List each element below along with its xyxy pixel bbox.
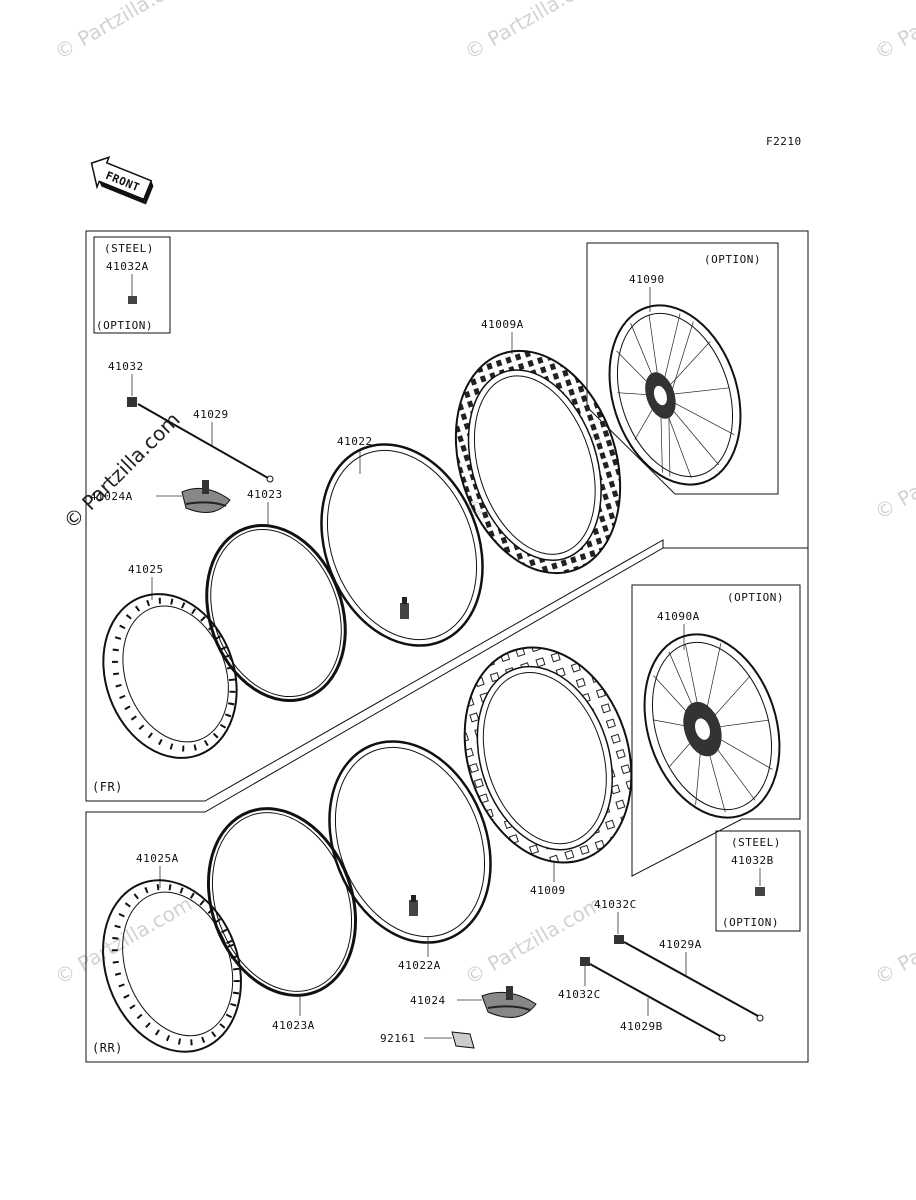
part-41023A: 41023A <box>272 1019 315 1032</box>
spoke-nipple-icon <box>127 397 137 407</box>
watermark-text: © Partzilla.com <box>871 426 916 524</box>
spoke-icon <box>623 941 764 1022</box>
rim-lock-icon <box>181 480 231 513</box>
front-arrow-icon: FRONT <box>90 156 154 205</box>
rear-tire-icon <box>463 646 633 864</box>
valve-nut-icon <box>128 296 137 304</box>
front-section-frame <box>85 230 809 802</box>
watermark-text: © Partzilla.com <box>51 891 197 989</box>
part-92161: 92161 <box>380 1032 416 1045</box>
valve-nut-icon <box>755 887 765 896</box>
steel-rear-box <box>715 830 801 932</box>
steel-front-bottom: (OPTION) <box>96 319 153 332</box>
part-41024: 41024 <box>410 994 446 1007</box>
rear-rim-strip-icon <box>206 807 358 997</box>
watermark-text: © Partzilla.com <box>871 0 916 64</box>
part-41022: 41022 <box>337 435 373 448</box>
part-41032C-top: 41032C <box>594 898 637 911</box>
steel-rear-top: (STEEL) <box>731 836 781 849</box>
part-41090: 41090 <box>629 273 665 286</box>
part-41023: 41023 <box>247 488 283 501</box>
rear-wheel-spoked-icon <box>643 633 781 819</box>
part-41029: 41029 <box>193 408 229 421</box>
part-41029B: 41029B <box>620 1020 663 1033</box>
watermark-text: © Partzilla.com <box>871 891 916 989</box>
tube-valve-icon <box>409 895 418 916</box>
rear-rim-icon <box>102 879 242 1053</box>
part-41025: 41025 <box>128 563 164 576</box>
part-41009A: 41009A <box>481 318 524 331</box>
front-rim-icon <box>102 593 238 759</box>
tube-valve-icon <box>400 597 409 619</box>
part-41025A: 41025A <box>136 852 179 865</box>
part-41032C: 41032C <box>558 988 601 1001</box>
watermark-text: © Partzilla.com <box>461 0 607 64</box>
part-41029A: 41029A <box>659 938 702 951</box>
front-section-label: (FR) <box>92 780 123 794</box>
rear-section-frame <box>85 547 809 1063</box>
option-rear-wheel-box <box>631 584 801 877</box>
front-tire-icon <box>454 349 622 575</box>
option-rear-label: (OPTION) <box>727 591 784 604</box>
spoke-icon <box>589 963 726 1042</box>
part-41022A: 41022A <box>398 959 441 972</box>
part-41024A: 41024A <box>90 490 133 503</box>
steel-front-top: (STEEL) <box>104 242 154 255</box>
option-front-wheel-box <box>586 242 779 495</box>
rim-strip-icon <box>205 523 347 703</box>
cap-nut-icon <box>451 1031 475 1049</box>
rear-section-label: (RR) <box>92 1041 123 1055</box>
steel-front-box <box>93 236 171 334</box>
rim-lock-icon <box>481 986 537 1018</box>
steel-front-part: 41032A <box>106 260 149 273</box>
watermark-text-dark: © Partzilla.com <box>59 407 185 533</box>
figure-code: F2210 <box>766 135 802 148</box>
watermark-text: © Partzilla.com <box>51 0 197 64</box>
spoke-nipple-icon <box>580 957 590 966</box>
steel-rear-part: 41032B <box>731 854 774 867</box>
part-41090A: 41090A <box>657 610 700 623</box>
part-41009: 41009 <box>530 884 566 897</box>
part-41032: 41032 <box>108 360 144 373</box>
option-front-label: (OPTION) <box>704 253 761 266</box>
spoke-nipple-icon <box>614 935 624 944</box>
steel-rear-bottom: (OPTION) <box>722 916 779 929</box>
spoke-icon <box>137 403 274 483</box>
